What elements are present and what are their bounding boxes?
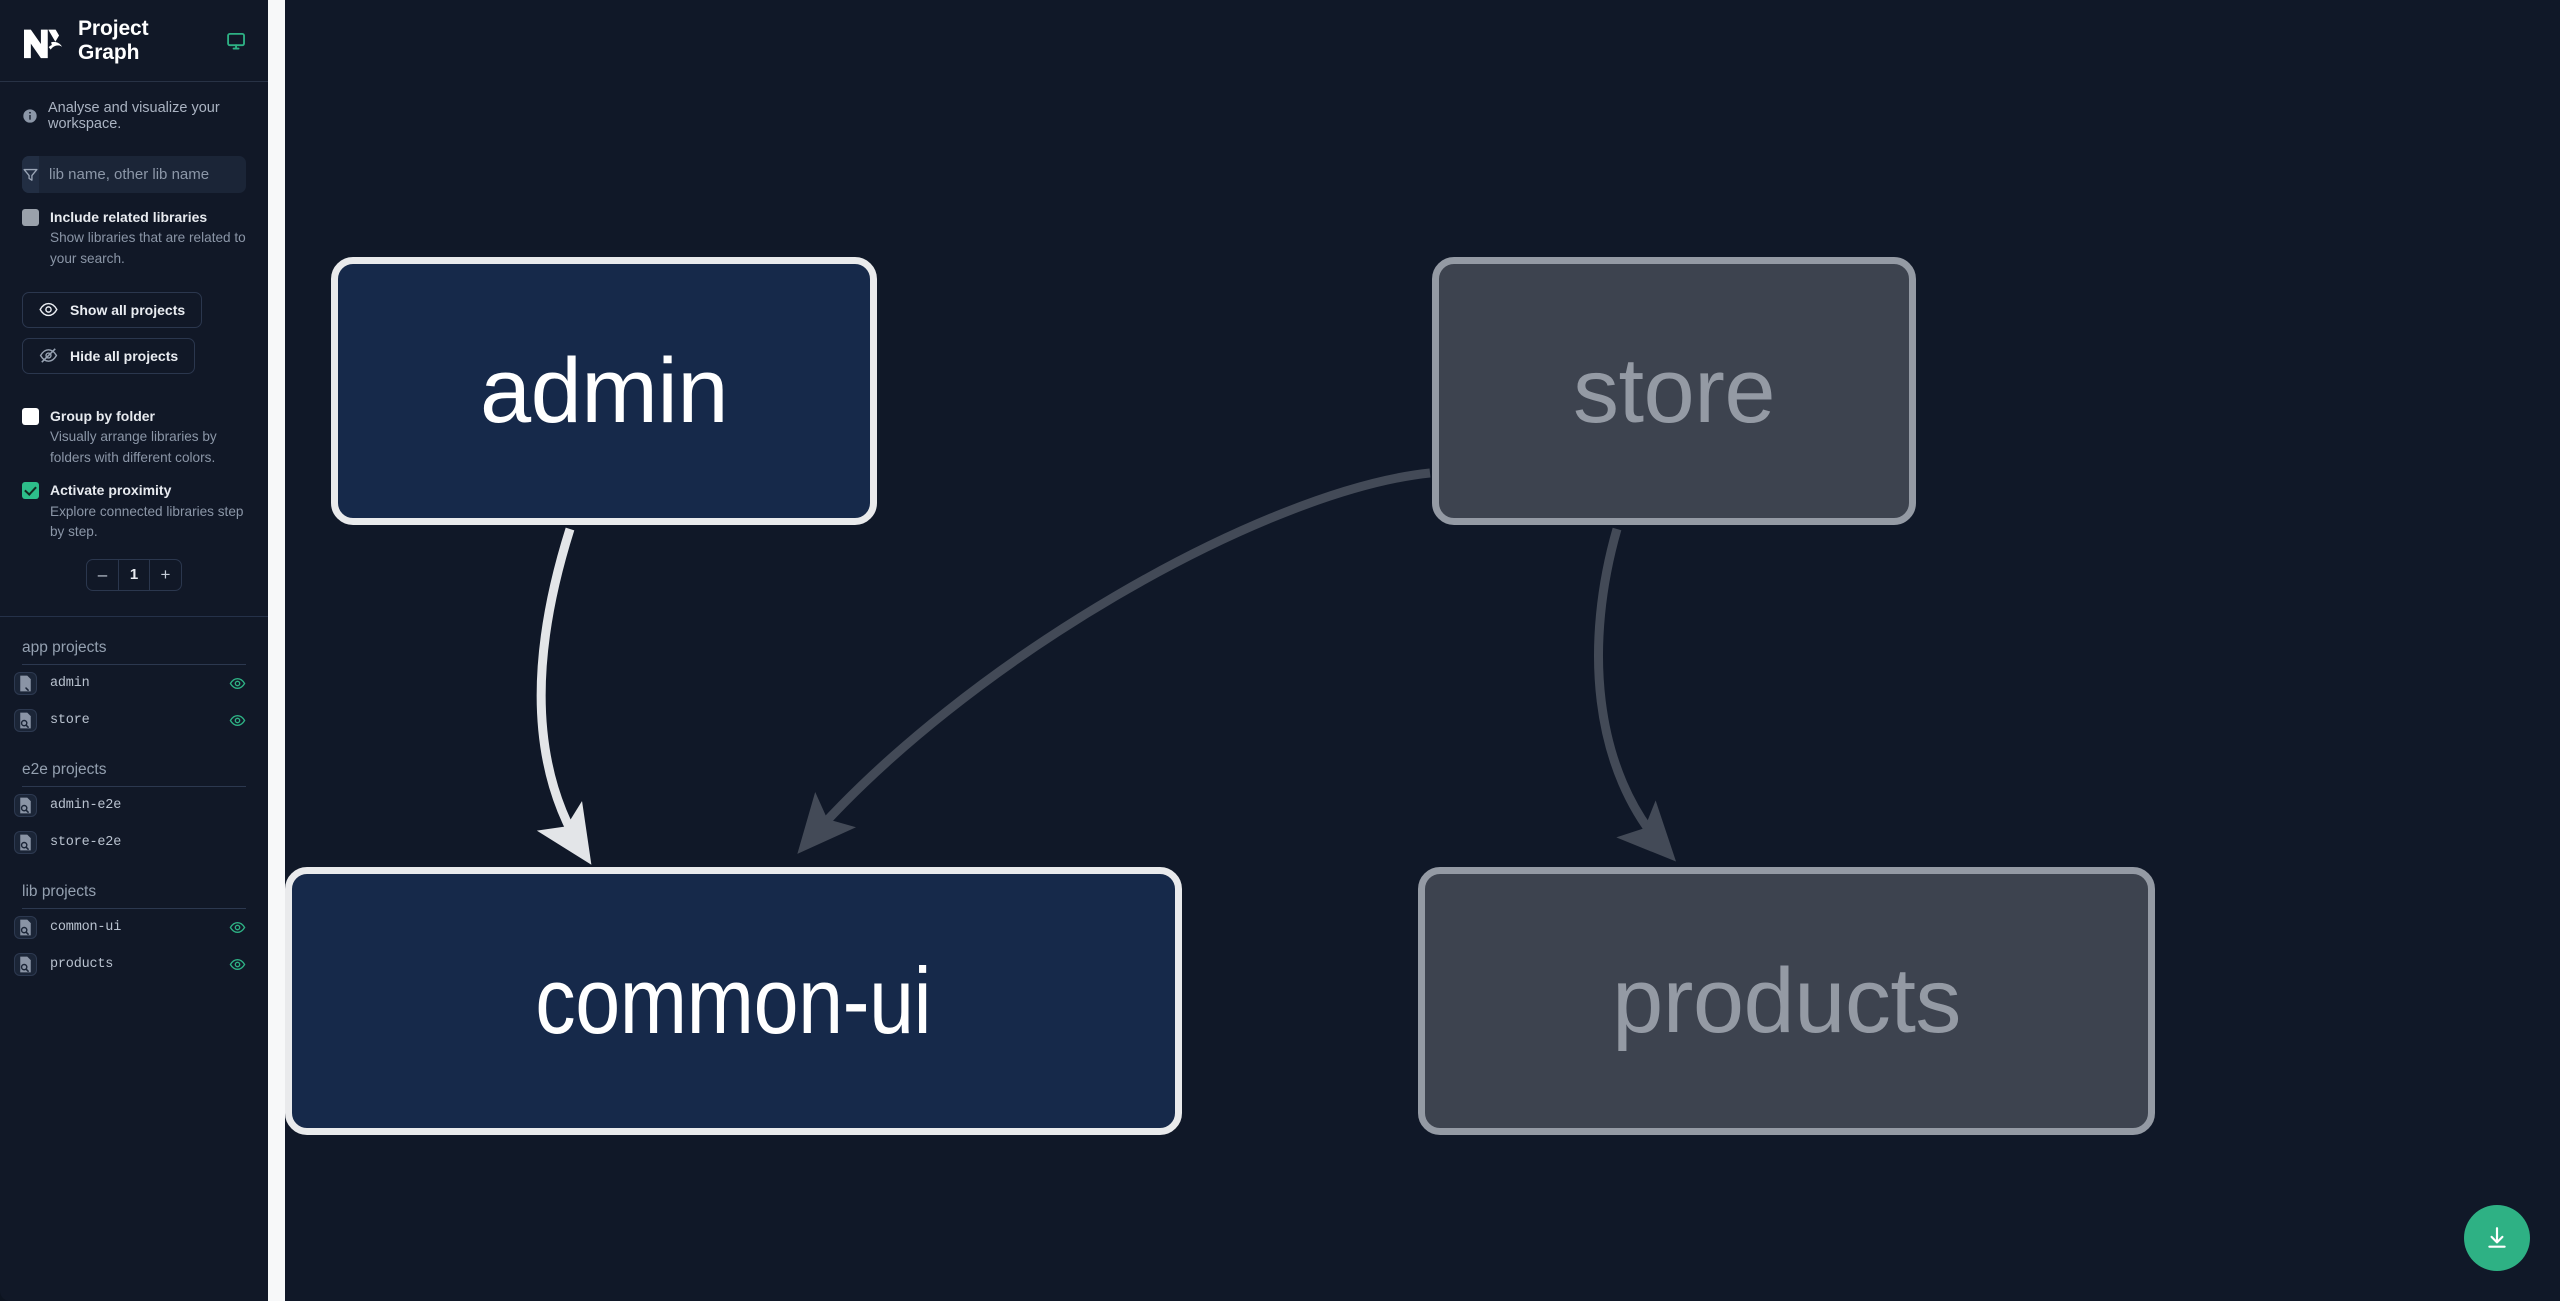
project-row-admin-e2e[interactable]: admin-e2e bbox=[0, 787, 268, 824]
sidebar-divider bbox=[0, 615, 268, 617]
option-description: Explore connected libraries step by step… bbox=[50, 503, 244, 540]
tagline-text: Analyse and visualize your workspace. bbox=[48, 100, 220, 132]
page-title: Project Graph bbox=[78, 16, 149, 64]
graph-node-label: common-ui bbox=[535, 948, 932, 1053]
option-label: Include related libraries bbox=[50, 209, 208, 225]
download-icon bbox=[2488, 1227, 2506, 1248]
nx-logo-icon bbox=[24, 29, 63, 58]
option-description: Visually arrange libraries by folders wi… bbox=[50, 428, 217, 465]
eye-icon bbox=[39, 302, 58, 317]
project-file-icon bbox=[14, 793, 37, 817]
project-file-icon-glyph bbox=[20, 675, 31, 692]
monitor-icon[interactable] bbox=[226, 30, 246, 52]
sidebar-header: Project Graph bbox=[0, 0, 268, 82]
group-rule bbox=[22, 663, 246, 665]
checkbox-include-related-libraries[interactable] bbox=[22, 209, 39, 226]
project-row-store-e2e[interactable]: store-e2e bbox=[0, 824, 268, 861]
edge-store-to-common-ui bbox=[797, 468, 1431, 854]
info-icon bbox=[23, 109, 37, 123]
sidebar-scrollbar[interactable] bbox=[268, 0, 285, 1301]
search-input[interactable] bbox=[39, 156, 246, 193]
edge-admin-to-common-ui bbox=[536, 527, 592, 865]
sidebar: Project Graph Analyse and visualize your… bbox=[0, 0, 268, 1301]
sidebar-body: Analyse and visualize your workspace. In… bbox=[0, 82, 268, 1301]
graph-node-label: store bbox=[1572, 340, 1776, 442]
project-file-icon bbox=[14, 952, 37, 976]
proximity-increment-button[interactable]: + bbox=[149, 559, 181, 590]
button-label: Hide all projects bbox=[70, 347, 179, 364]
graph-node-common-ui[interactable]: common-ui bbox=[285, 867, 1182, 1135]
project-name: admin bbox=[50, 675, 90, 691]
checkbox-activate-proximity[interactable] bbox=[22, 482, 39, 500]
option-include-related-libraries[interactable]: Include related libraries Show libraries… bbox=[0, 193, 268, 270]
project-row-common-ui[interactable]: common-ui bbox=[0, 909, 268, 946]
group-title-e2e-projects: e2e projects bbox=[22, 760, 107, 778]
sidebar-scrollbar-thumb[interactable] bbox=[268, 0, 285, 1301]
hide-all-projects-button[interactable]: Hide all projects bbox=[22, 337, 196, 374]
project-name: common-ui bbox=[50, 919, 122, 935]
eye-off-icon bbox=[39, 348, 58, 363]
graph-node-products[interactable]: products bbox=[1418, 867, 2155, 1135]
project-name: admin-e2e bbox=[50, 797, 122, 813]
graph-node-label: products bbox=[1612, 950, 1961, 1052]
project-file-icon-glyph bbox=[20, 834, 31, 851]
project-row-store[interactable]: store bbox=[0, 702, 268, 739]
download-image-button[interactable] bbox=[2464, 1205, 2530, 1271]
eye-icon[interactable] bbox=[229, 956, 246, 973]
group-title-app-projects: app projects bbox=[22, 638, 107, 656]
show-all-projects-button[interactable]: Show all projects bbox=[22, 291, 203, 328]
search-bar[interactable] bbox=[22, 156, 246, 193]
graph-edges-layer bbox=[536, 468, 1677, 865]
proximity-stepper[interactable]: – 1 + bbox=[86, 558, 182, 591]
project-name: store bbox=[50, 712, 90, 728]
graph-node-admin[interactable]: admin bbox=[331, 257, 877, 525]
project-file-icon-glyph bbox=[20, 919, 31, 936]
button-label: Show all projects bbox=[70, 301, 186, 318]
option-activate-proximity[interactable]: Activate proximity Explore connected lib… bbox=[0, 468, 268, 543]
eye-icon[interactable] bbox=[229, 712, 246, 729]
filter-button[interactable] bbox=[22, 156, 39, 193]
project-file-icon bbox=[14, 708, 37, 732]
project-row-admin[interactable]: admin bbox=[0, 665, 268, 702]
project-row-products[interactable]: products bbox=[0, 946, 268, 983]
project-file-icon bbox=[14, 915, 37, 939]
graph-node-label: admin bbox=[479, 340, 729, 442]
graph-canvas[interactable]: admin store common-ui products bbox=[285, 0, 2560, 1301]
option-description: Show libraries that are related to your … bbox=[50, 230, 246, 266]
group-rule bbox=[22, 785, 246, 787]
proximity-value: 1 bbox=[129, 566, 139, 584]
checkbox-group-by-folder[interactable] bbox=[22, 407, 39, 425]
tagline: Analyse and visualize your workspace. bbox=[0, 82, 268, 146]
project-file-icon bbox=[14, 671, 37, 695]
project-file-icon-glyph bbox=[20, 797, 31, 814]
option-label: Activate proximity bbox=[50, 482, 172, 499]
proximity-decrement-button[interactable]: – bbox=[87, 559, 119, 590]
group-title-lib-projects: lib projects bbox=[22, 882, 97, 900]
group-rule bbox=[22, 907, 246, 909]
option-label: Group by folder bbox=[50, 407, 155, 424]
edge-store-to-products bbox=[1593, 527, 1677, 862]
project-name: products bbox=[50, 956, 114, 972]
project-file-icon bbox=[14, 830, 37, 854]
project-name: store-e2e bbox=[50, 834, 122, 850]
project-file-icon-glyph bbox=[20, 712, 31, 729]
eye-icon[interactable] bbox=[229, 675, 246, 692]
option-group-by-folder[interactable]: Group by folder Visually arrange librari… bbox=[0, 392, 268, 469]
eye-icon[interactable] bbox=[229, 919, 246, 936]
funnel-icon bbox=[23, 168, 38, 181]
graph-node-store[interactable]: store bbox=[1432, 257, 1916, 525]
project-file-icon-glyph bbox=[20, 956, 31, 973]
